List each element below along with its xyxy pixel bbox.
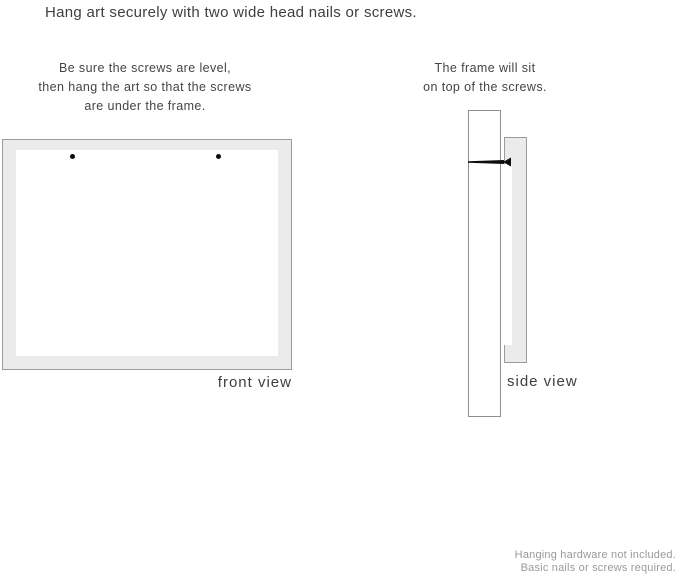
side-view-art xyxy=(502,164,512,345)
footer-note-line-1: Hanging hardware not included. xyxy=(514,549,676,561)
footer-note: Hanging hardware not included. Basic nai… xyxy=(515,549,676,575)
front-instruction-line-2: then hang the art so that the screws xyxy=(38,80,252,94)
front-view-label: front view xyxy=(217,374,292,391)
front-view-art xyxy=(16,150,278,356)
screw-head-right-icon xyxy=(216,154,221,159)
front-view-instructions: Be sure the screws are level, then hang … xyxy=(10,59,280,116)
footer-note-line-2: Basic nails or screws required. xyxy=(520,562,676,574)
side-instruction-line-2: on top of the screws. xyxy=(423,80,547,94)
side-view-instructions: The frame will sit on top of the screws. xyxy=(400,59,570,97)
front-view-frame xyxy=(2,139,292,370)
nail-icon xyxy=(468,157,511,167)
page-title: Hang art securely with two wide head nai… xyxy=(45,4,417,21)
side-view-label: side view xyxy=(507,373,578,390)
side-instruction-line-1: The frame will sit xyxy=(434,61,536,75)
screw-head-left-icon xyxy=(70,154,75,159)
front-instruction-line-3: are under the frame. xyxy=(84,99,206,113)
front-instruction-line-1: Be sure the screws are level, xyxy=(58,61,232,75)
